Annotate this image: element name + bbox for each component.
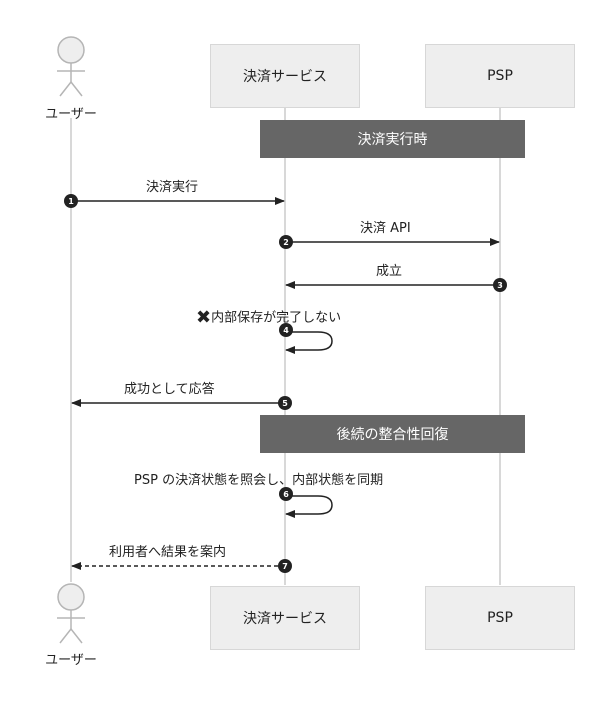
message-2-label: 決済 API	[360, 221, 411, 236]
step-number-4: 4	[283, 326, 289, 335]
actor-user-label-bottom: ユーザー	[45, 653, 97, 668]
message-6-self-arrow	[285, 495, 333, 518]
message-4-self-arrow	[285, 331, 333, 354]
actor-user-label-top: ユーザー	[45, 107, 97, 122]
step-number-7: 7	[282, 562, 288, 571]
step-badge-4: 4	[279, 323, 293, 337]
step-badge-6: 6	[279, 487, 293, 501]
message-4-label-group: ✖内部保存が完了しない	[196, 307, 342, 328]
participant-psp-label: PSP	[487, 610, 513, 626]
step-badge-5: 5	[278, 396, 292, 410]
step-badge-2: 2	[279, 235, 293, 249]
step-number-2: 2	[283, 238, 289, 247]
step-badge-1: 1	[64, 194, 78, 208]
user-actor-icon-top	[57, 36, 85, 97]
participant-payment-service-bottom: 決済サービス	[210, 586, 360, 650]
message-4-label: 内部保存が完了しない	[211, 310, 342, 326]
message-6-label: PSP の決済状態を照会し、内部状態を同期	[134, 473, 384, 488]
participant-psp-bottom: PSP	[425, 586, 575, 650]
note-recovery: 後続の整合性回復	[260, 415, 525, 453]
step-number-5: 5	[282, 399, 288, 408]
message-5-label: 成功として応答	[124, 382, 215, 397]
message-1-label: 決済実行	[146, 180, 199, 195]
note-execution-text: 決済実行時	[357, 132, 428, 148]
participant-payment-service-top: 決済サービス	[210, 44, 360, 108]
user-actor-icon-bottom	[57, 583, 85, 644]
failure-x-icon: ✖	[196, 307, 212, 328]
participant-psp-label: PSP	[487, 68, 513, 84]
step-badge-3: 3	[493, 278, 507, 292]
step-number-6: 6	[283, 490, 289, 499]
message-3-label: 成立	[376, 264, 403, 279]
participant-payment-service-label: 決済サービス	[243, 611, 327, 627]
participant-payment-service-label: 決済サービス	[243, 69, 327, 85]
note-execution: 決済実行時	[260, 120, 525, 158]
step-badge-7: 7	[278, 559, 292, 573]
message-7-label: 利用者へ結果を案内	[109, 545, 227, 560]
participant-psp-top: PSP	[425, 44, 575, 108]
note-recovery-text: 後続の整合性回復	[336, 427, 449, 443]
step-number-3: 3	[497, 281, 503, 290]
step-number-1: 1	[68, 197, 74, 206]
